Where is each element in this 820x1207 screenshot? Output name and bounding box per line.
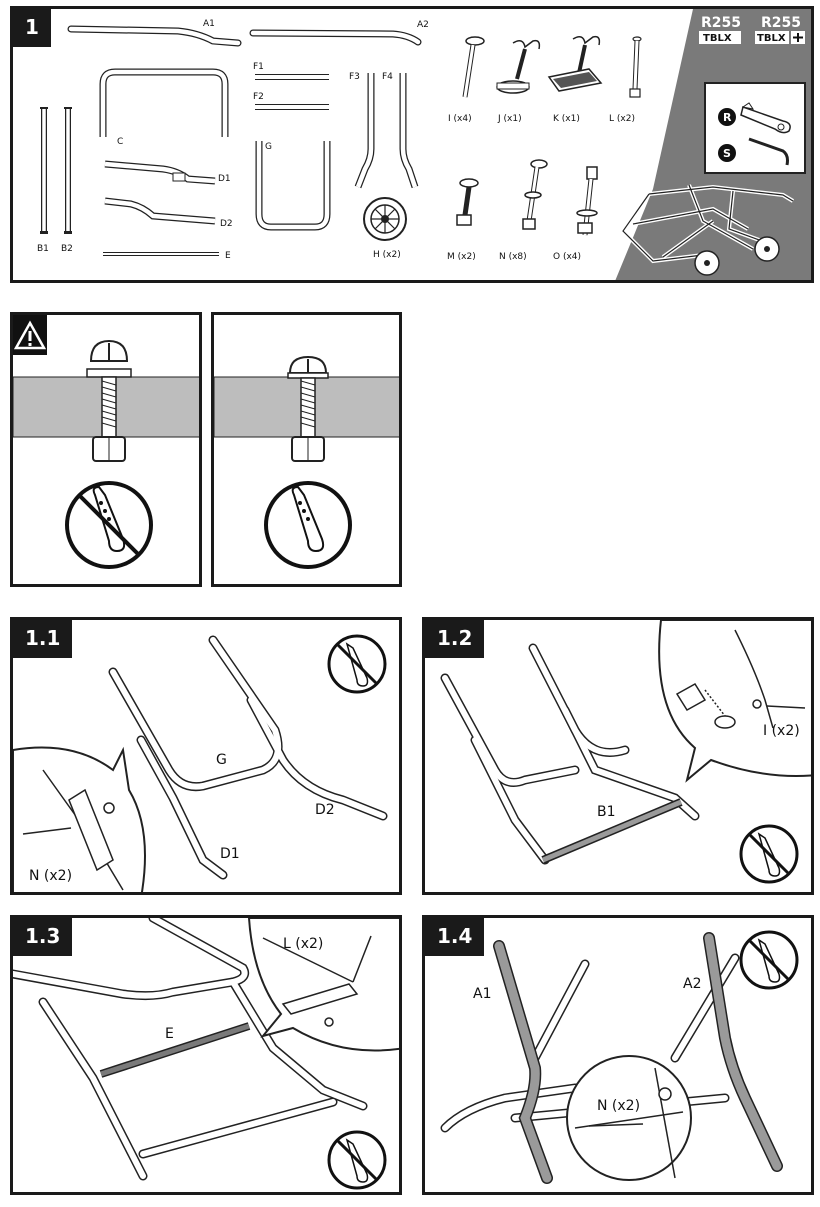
step-badge: 1.2 bbox=[425, 620, 485, 658]
label-a1: A1 bbox=[473, 986, 491, 1002]
stand-wheel-1 bbox=[694, 250, 720, 276]
wrench-icon bbox=[740, 102, 791, 134]
part-j-knob bbox=[496, 39, 541, 94]
no-wrench-icon bbox=[327, 1130, 387, 1190]
no-wrench-icon bbox=[327, 634, 387, 694]
part-k-knob bbox=[547, 35, 603, 92]
svg-text:TBLX: TBLX bbox=[757, 33, 786, 44]
warning-panel-wrong bbox=[10, 312, 202, 587]
stand-wheel-2 bbox=[754, 236, 780, 262]
label-a1: A1 bbox=[203, 19, 215, 29]
part-b1-post bbox=[40, 107, 48, 234]
tool-r-marker bbox=[718, 108, 736, 126]
label-c: C bbox=[117, 137, 123, 147]
label-g: G bbox=[216, 752, 227, 768]
label-o: O (x4) bbox=[553, 252, 581, 262]
label-l: L (x2) bbox=[609, 114, 635, 124]
model-badge-1: R255 TBLX bbox=[699, 15, 741, 44]
label-f2: F2 bbox=[253, 92, 264, 102]
label-d1: D1 bbox=[220, 846, 240, 862]
svg-text:R: R bbox=[723, 111, 732, 124]
part-m-bolt bbox=[456, 178, 479, 226]
label-m: M (x2) bbox=[447, 252, 476, 262]
label-d2: D2 bbox=[315, 802, 335, 818]
detail-callout bbox=[658, 620, 811, 783]
label-b2: B2 bbox=[61, 244, 73, 254]
label-n: N (x8) bbox=[499, 252, 527, 262]
model-badge-2: R255 TBLX bbox=[755, 15, 805, 44]
callout-detail-parts bbox=[22, 769, 124, 891]
frame-assembly-illustration bbox=[440, 932, 783, 1184]
callout-detail-parts bbox=[574, 1067, 684, 1179]
part-g-frame bbox=[255, 141, 331, 231]
label-b1: B1 bbox=[37, 244, 49, 254]
label-b1: B1 bbox=[597, 804, 616, 820]
frame-assembly-illustration bbox=[440, 643, 700, 865]
frame-assembly-illustration bbox=[108, 635, 388, 880]
label-h: H (x2) bbox=[373, 250, 401, 260]
part-n-bolt bbox=[522, 159, 548, 230]
wrench-ok-icon bbox=[264, 481, 352, 569]
svg-text:TBLX: TBLX bbox=[703, 33, 732, 44]
step-badge: 1.4 bbox=[425, 918, 485, 956]
callout-detail-parts bbox=[675, 629, 806, 729]
callout-detail-parts bbox=[262, 935, 372, 1027]
warning-panel-right bbox=[211, 312, 402, 587]
parts-drawing: A1 A2 C B1 B2 D1 D2 bbox=[37, 9, 811, 280]
label-a2: A2 bbox=[683, 976, 701, 992]
label-g: G bbox=[265, 142, 272, 152]
part-l-pin bbox=[629, 36, 642, 98]
svg-text:R255: R255 bbox=[761, 15, 801, 31]
detail-callout bbox=[566, 1055, 692, 1181]
no-wrench-icon bbox=[65, 481, 153, 569]
label-f3: F3 bbox=[349, 72, 360, 82]
part-c-frame bbox=[99, 68, 229, 137]
svg-text:S: S bbox=[723, 147, 731, 160]
detail-callout bbox=[247, 918, 399, 1052]
step-1-1-panel: 1.1 G D2 D1 N (x2) bbox=[10, 617, 402, 895]
no-wrench-icon bbox=[739, 930, 799, 990]
hex-key-icon bbox=[748, 137, 789, 166]
step-badge: 1.1 bbox=[13, 620, 73, 658]
parts-panel: 1 A1 A2 C B1 B2 bbox=[10, 6, 814, 283]
svg-text:R255: R255 bbox=[701, 15, 741, 31]
step-badge: 1 bbox=[13, 9, 51, 47]
label-d2: D2 bbox=[220, 219, 233, 229]
part-i-bolt bbox=[462, 36, 485, 98]
callout-i-label: I (x2) bbox=[763, 723, 800, 739]
part-o-bolt bbox=[576, 166, 598, 236]
label-d1: D1 bbox=[218, 174, 231, 184]
warning-icon bbox=[13, 320, 47, 350]
label-i: I (x4) bbox=[448, 114, 472, 124]
label-k: K (x1) bbox=[553, 114, 580, 124]
label-f4: F4 bbox=[382, 72, 393, 82]
part-h-wheel bbox=[363, 197, 407, 241]
step-1-2-panel: 1.2 B1 I bbox=[422, 617, 814, 895]
step-badge: 1.3 bbox=[13, 918, 73, 956]
washer bbox=[86, 368, 132, 378]
frame-assembly-illustration bbox=[13, 918, 368, 1181]
step-1-3-panel: 1.3 E L (x2) bbox=[10, 915, 402, 1195]
assembled-stand-outline bbox=[622, 184, 794, 262]
callout-n-label: N (x2) bbox=[597, 1098, 640, 1114]
step-1-4-panel: 1.4 A1 A2 bbox=[422, 915, 814, 1195]
plus-icon bbox=[793, 33, 803, 42]
no-wrench-icon bbox=[739, 824, 799, 884]
label-j: J (x1) bbox=[497, 114, 522, 124]
label-e: E bbox=[225, 251, 231, 261]
callout-n-label: N (x2) bbox=[29, 868, 72, 884]
part-b2-post bbox=[64, 107, 72, 234]
label-a2: A2 bbox=[417, 20, 429, 30]
callout-l-label: L (x2) bbox=[283, 936, 323, 952]
label-f1: F1 bbox=[253, 62, 264, 72]
label-e: E bbox=[165, 1026, 174, 1042]
tool-s-marker bbox=[718, 144, 736, 162]
